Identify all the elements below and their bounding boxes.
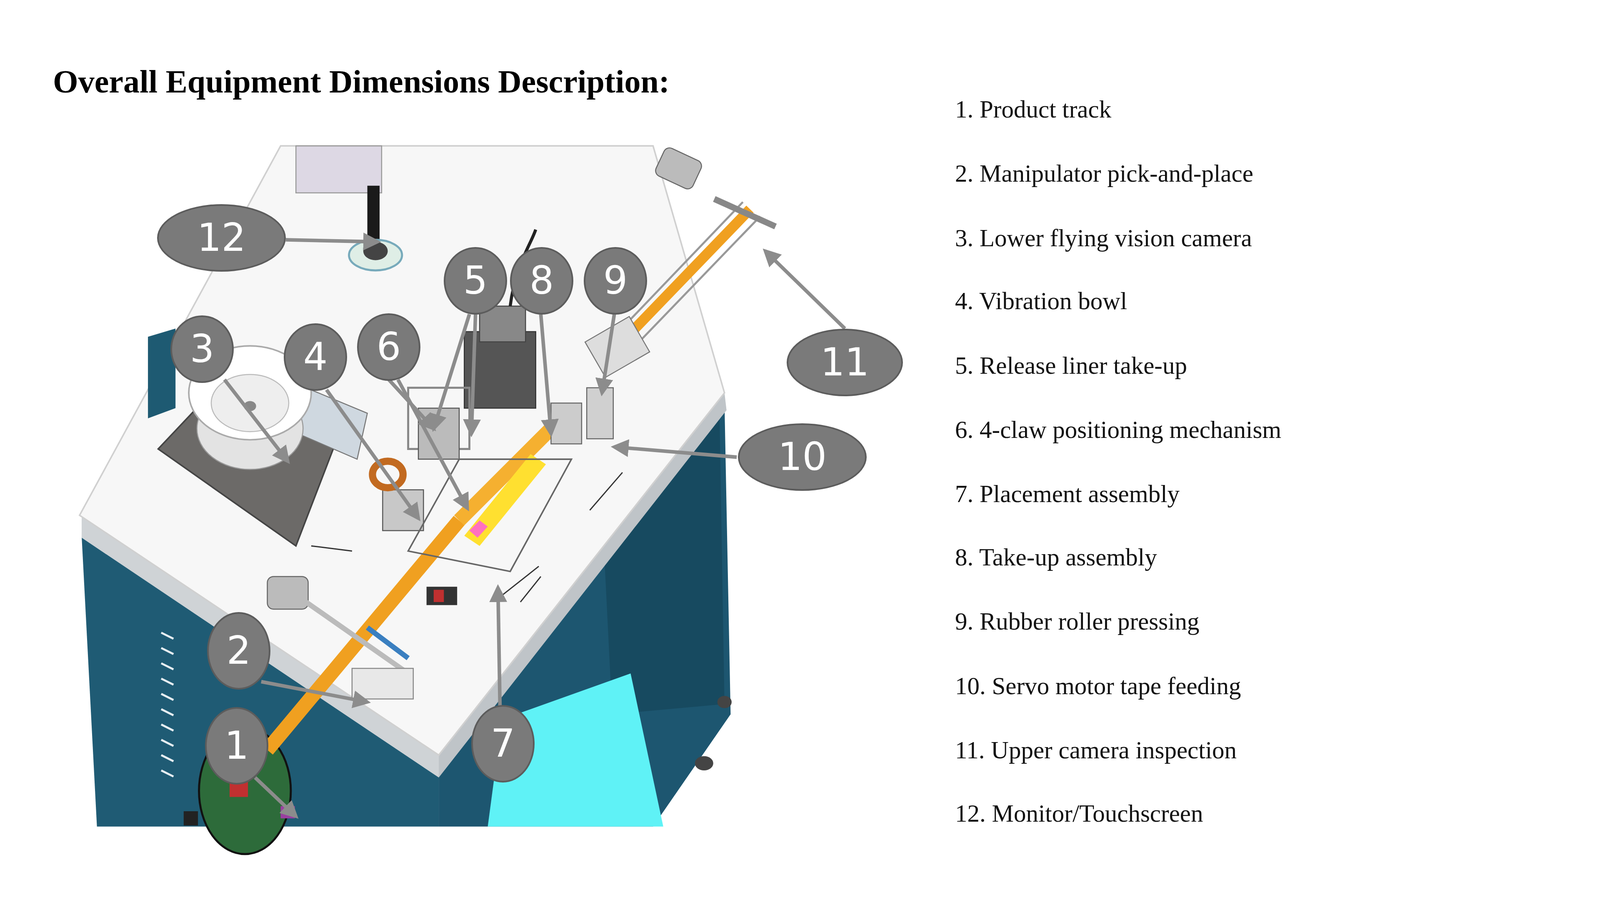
servo-motors-part	[306, 602, 409, 674]
tape-track	[267, 202, 761, 750]
callout-number: 2	[207, 612, 271, 690]
servo-motors-part	[352, 668, 414, 699]
vents-part	[161, 647, 174, 655]
servo-motors-part	[367, 627, 409, 658]
callout-number: 7	[471, 705, 535, 783]
reel-part	[183, 811, 198, 826]
tape-track-part	[464, 454, 546, 546]
cabinet-part	[695, 756, 714, 771]
callout-number: 12	[157, 204, 286, 272]
vents-part	[161, 663, 174, 670]
tape-track-part	[469, 520, 488, 538]
vents	[161, 632, 174, 777]
callout-number: 4	[283, 323, 348, 391]
leader-lines-part	[285, 240, 378, 243]
leader-lines-part	[224, 379, 288, 462]
callout-text: 11	[820, 343, 870, 382]
list-item: 10. Servo motor tape feeding	[955, 671, 1242, 701]
callout-text: 8	[529, 261, 555, 300]
leader-lines-part	[602, 314, 615, 393]
vents-part	[161, 724, 174, 731]
leader-lines-part	[397, 379, 468, 509]
tabletop-part-part	[520, 576, 541, 603]
callout-text: 9	[603, 261, 628, 300]
callout-number: 1	[205, 707, 269, 785]
callout-text: 12	[197, 218, 246, 258]
monitor	[295, 145, 403, 271]
leader-lines-part	[540, 314, 551, 434]
vents-part	[161, 693, 174, 700]
callout-text: 3	[190, 330, 215, 369]
mechanism-part	[426, 586, 458, 605]
tabletop-part-part	[311, 545, 353, 551]
leader-lines	[224, 240, 845, 817]
tabletop	[79, 145, 725, 755]
callout-text: 2	[226, 631, 252, 670]
title: Overall Equipment Dimensions Description…	[52, 62, 670, 102]
servo-motors	[267, 145, 776, 699]
list-item: 5. Release liner take-up	[955, 350, 1188, 380]
callout-text: 7	[490, 724, 516, 763]
monitor-part	[367, 185, 380, 243]
list-item: 2. Manipulator pick-and-place	[955, 158, 1254, 188]
list-item: 8. Take-up assembly	[955, 542, 1158, 572]
callout-text: 6	[376, 327, 402, 367]
callout-number: 6	[357, 313, 421, 381]
callout-text: 4	[303, 337, 328, 377]
callout-text: 5	[463, 261, 488, 300]
callout-text: 1	[224, 726, 250, 765]
vents-part	[161, 740, 174, 747]
vibration-bowl-part	[211, 374, 289, 432]
servo-motors-part	[653, 145, 704, 191]
leader-lines-part	[433, 314, 470, 429]
cabinet-part	[717, 695, 732, 708]
leader-lines-part	[765, 250, 845, 329]
servo-motors-part	[267, 576, 309, 610]
leader-lines-part	[261, 681, 368, 703]
callout-text: 10	[777, 437, 827, 477]
vents-part	[161, 632, 174, 639]
mechanism-part	[586, 387, 614, 439]
callout-number: 5	[443, 247, 508, 315]
vents-part	[161, 678, 174, 685]
leader-lines-part	[614, 447, 737, 458]
leader-lines-part	[326, 390, 419, 519]
mechanism	[372, 229, 650, 605]
list-item: 4. Vibration bowl	[955, 286, 1128, 316]
list-item: 7. Placement assembly	[955, 479, 1180, 509]
mechanism-part	[585, 316, 650, 378]
callout-number: 9	[583, 247, 648, 315]
list-item: 9. Rubber roller pressing	[955, 606, 1200, 636]
list-item: 6. 4-claw positioning mechanism	[955, 415, 1282, 445]
callout-number: 11	[786, 328, 903, 397]
monitor-part	[349, 240, 403, 271]
list-item: 12. Monitor/Touchscreen	[955, 798, 1204, 828]
vents-part	[161, 770, 174, 777]
cabinet-part	[487, 673, 664, 827]
leader-lines-part	[471, 314, 476, 434]
servo-motors-part	[714, 199, 776, 227]
tabletop-part-part	[590, 472, 623, 511]
callout-number: 8	[510, 247, 574, 315]
list-item: 3. Lower flying vision camera	[955, 223, 1253, 253]
callout-number: 3	[170, 315, 234, 383]
vents-part	[161, 755, 174, 762]
mechanism-part	[408, 459, 572, 572]
monitor-part	[363, 241, 388, 260]
vents-part	[161, 709, 174, 716]
leader-lines-part	[255, 777, 296, 817]
list-item: 11. Upper camera inspection	[955, 735, 1237, 765]
mechanism-part	[550, 402, 582, 444]
leader-lines-part	[497, 587, 500, 708]
tabletop-part	[79, 145, 725, 755]
list-item: 1. Product track	[955, 94, 1112, 124]
mechanism-part	[433, 590, 444, 603]
callout-number: 10	[737, 423, 867, 491]
